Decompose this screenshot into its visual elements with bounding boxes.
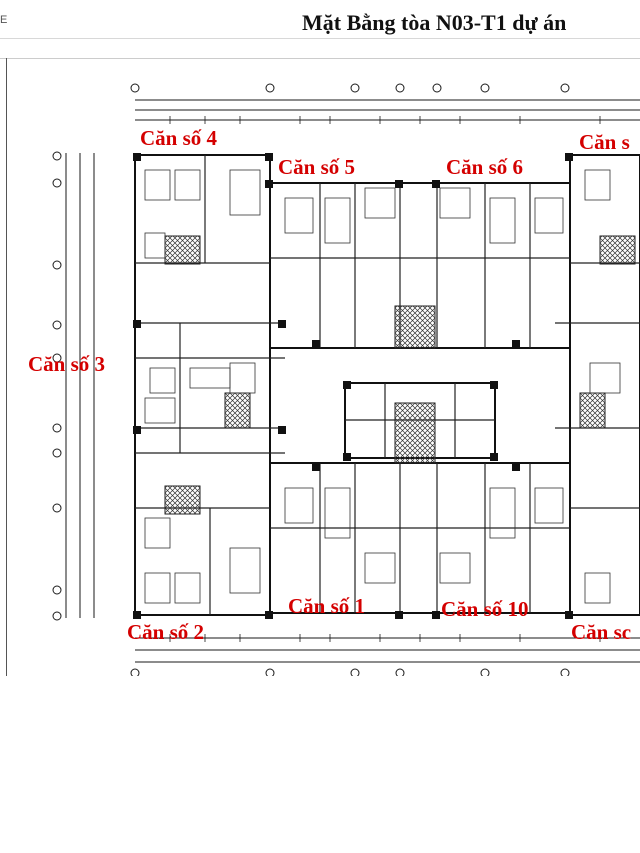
floor-plan-drawing bbox=[52, 83, 640, 676]
unit-label-10: Căn số 10 bbox=[441, 597, 529, 621]
unit-label-5: Căn số 5 bbox=[278, 155, 356, 179]
unit-label-3: Căn số 3 bbox=[28, 352, 106, 376]
document-header: E Mặt Bằng tòa N03-T1 dự án bbox=[0, 0, 640, 39]
unit-label-partial-bottom-right: Căn sc bbox=[571, 620, 632, 644]
sheet-border-line bbox=[6, 58, 7, 676]
unit-label-4: Căn số 4 bbox=[140, 126, 218, 150]
unit-label-6: Căn số 6 bbox=[446, 155, 524, 179]
unit-label-partial-top-right: Căn s bbox=[579, 130, 630, 154]
corner-mark: E bbox=[0, 14, 8, 26]
unit-label-1: Căn số 1 bbox=[288, 594, 366, 618]
page-title: Mặt Bằng tòa N03-T1 dự án bbox=[302, 10, 567, 35]
unit-label-2: Căn số 2 bbox=[127, 620, 205, 644]
